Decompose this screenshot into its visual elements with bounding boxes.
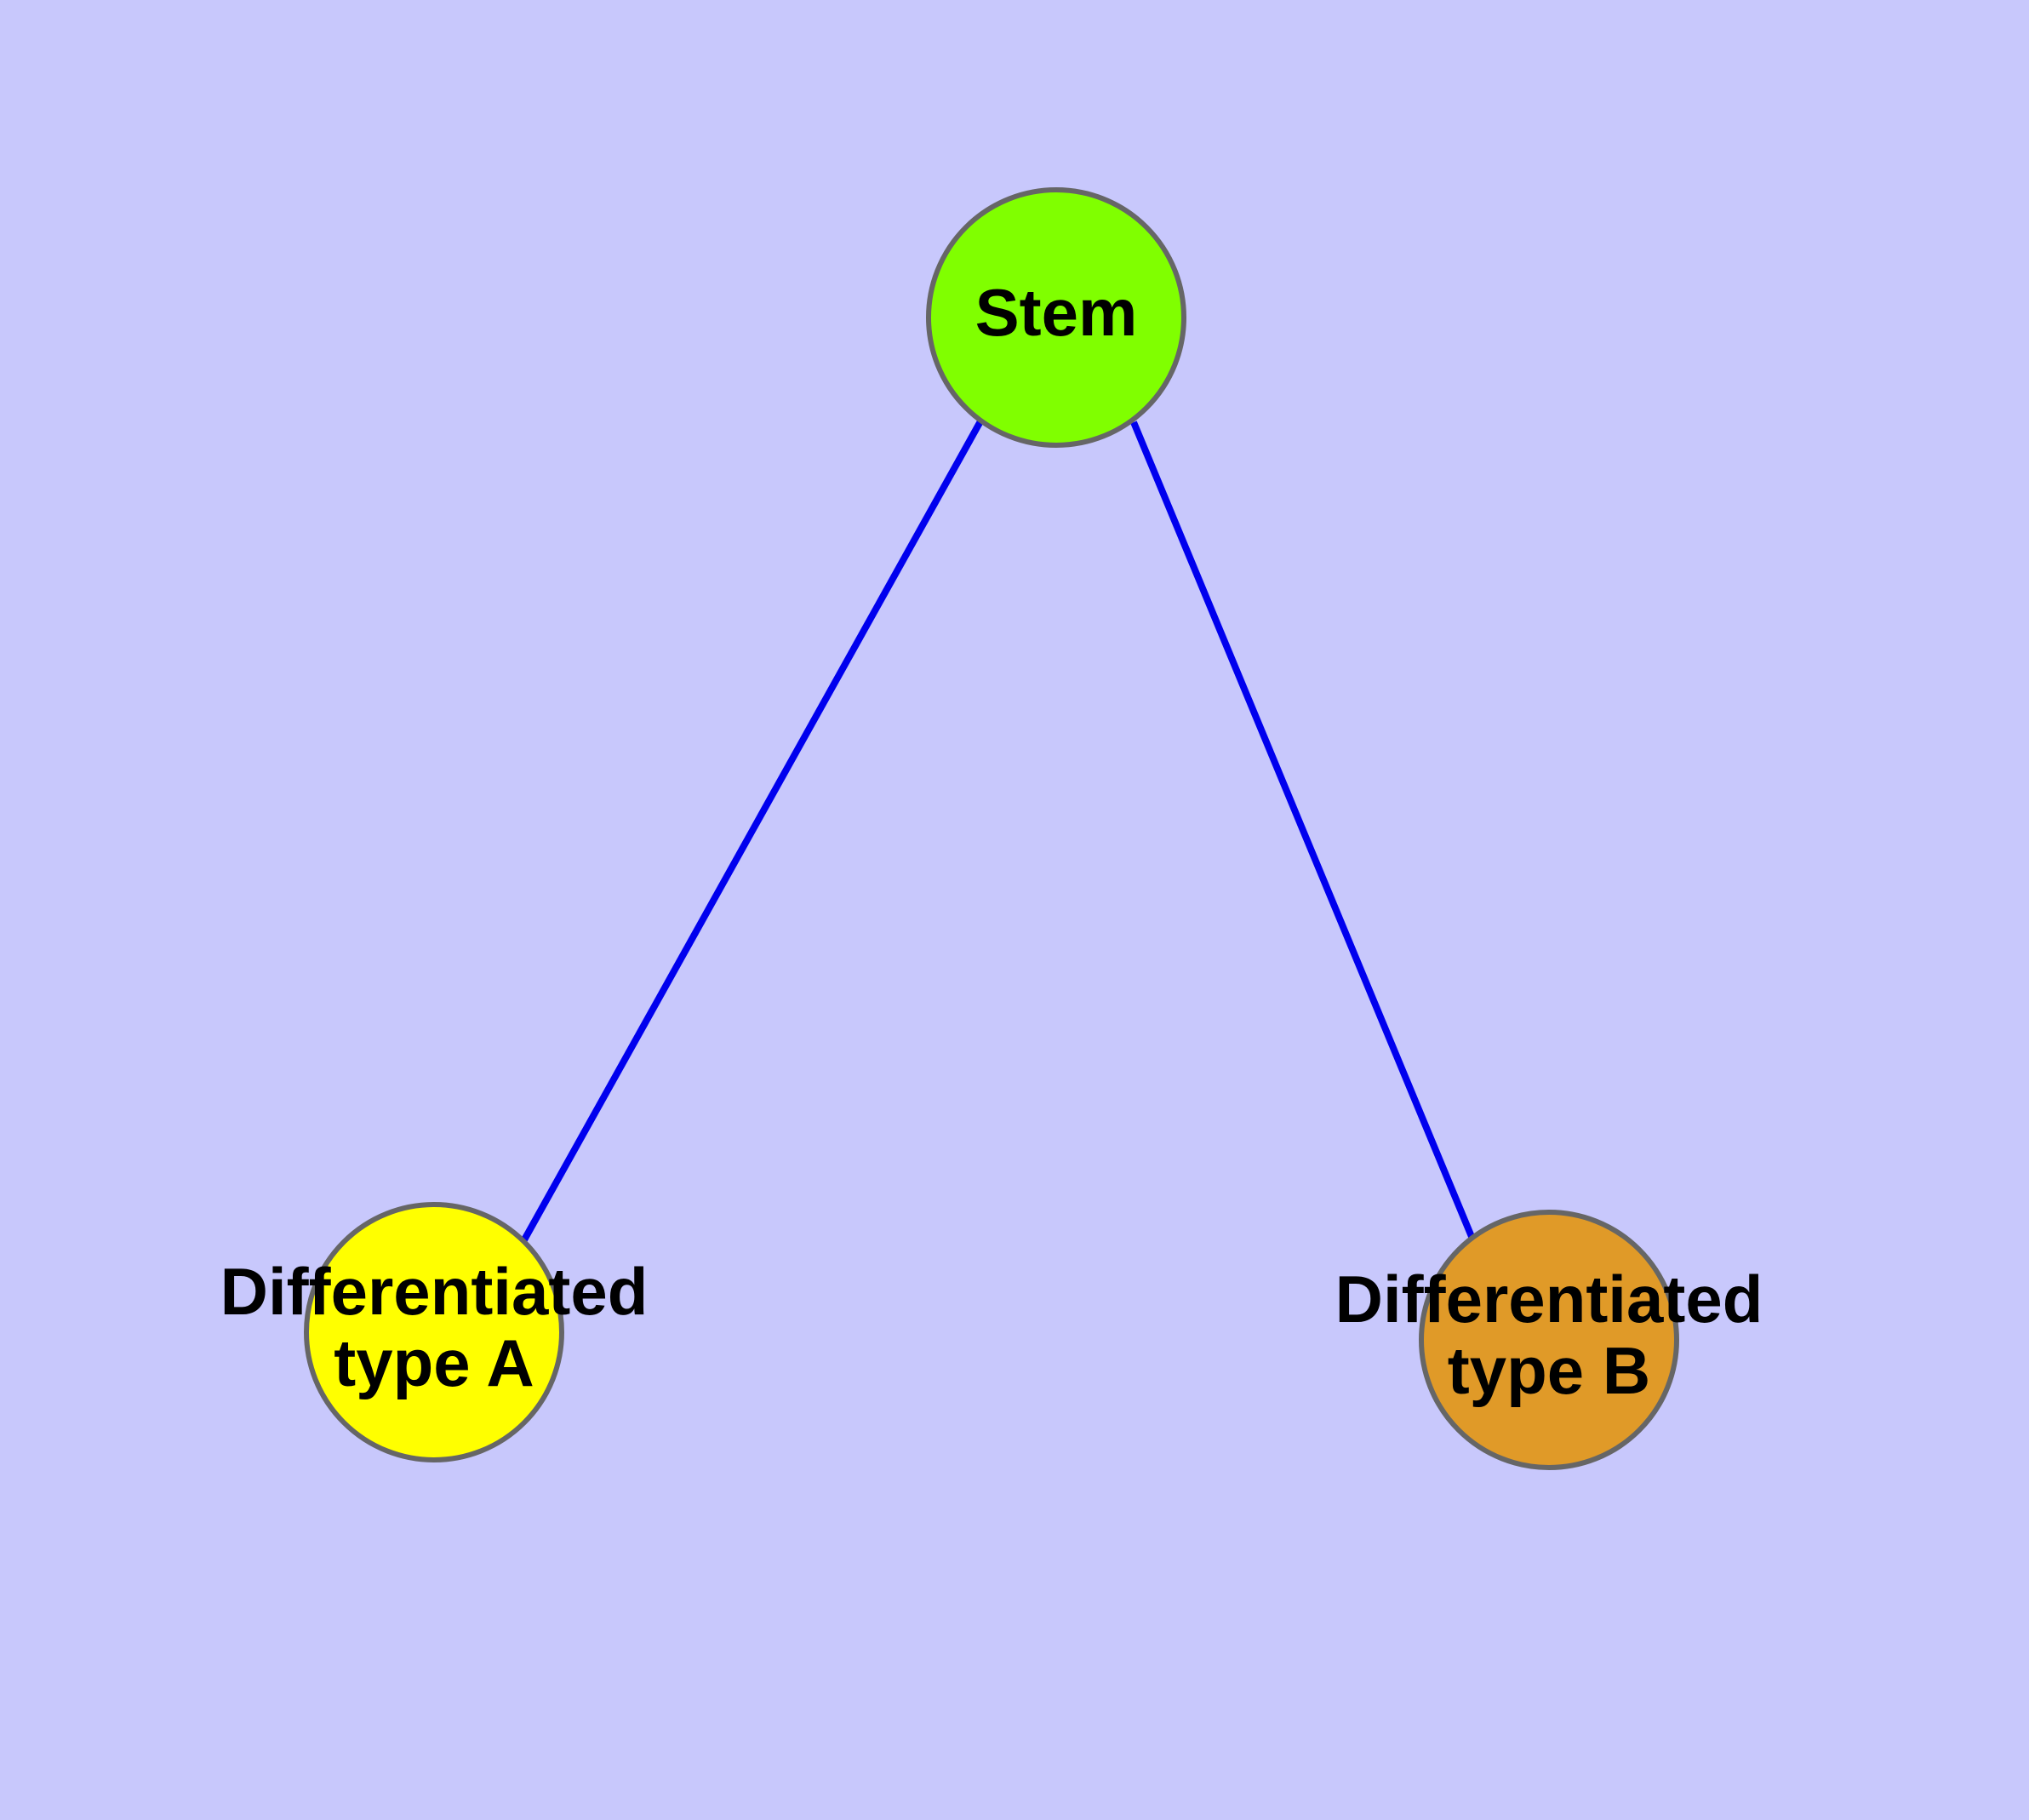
node-label-line: Stem bbox=[975, 275, 1138, 350]
edge-stem-to-diff-a[interactable] bbox=[519, 420, 984, 1245]
node-stem[interactable] bbox=[926, 187, 1186, 448]
node-label-line: Differentiated bbox=[1335, 1261, 1763, 1336]
node-diff-a[interactable] bbox=[304, 1202, 564, 1462]
node-label-line: type B bbox=[1448, 1333, 1650, 1408]
node-diff-b[interactable] bbox=[1419, 1210, 1679, 1470]
node-label-line: type A bbox=[334, 1325, 534, 1400]
node-label-stem: Stem bbox=[975, 275, 1138, 350]
edge-stem-to-diff-b[interactable] bbox=[1130, 421, 1476, 1240]
nodes-group bbox=[304, 187, 1679, 1470]
node-label-line: Differentiated bbox=[220, 1253, 649, 1328]
edges-group bbox=[519, 420, 1476, 1245]
